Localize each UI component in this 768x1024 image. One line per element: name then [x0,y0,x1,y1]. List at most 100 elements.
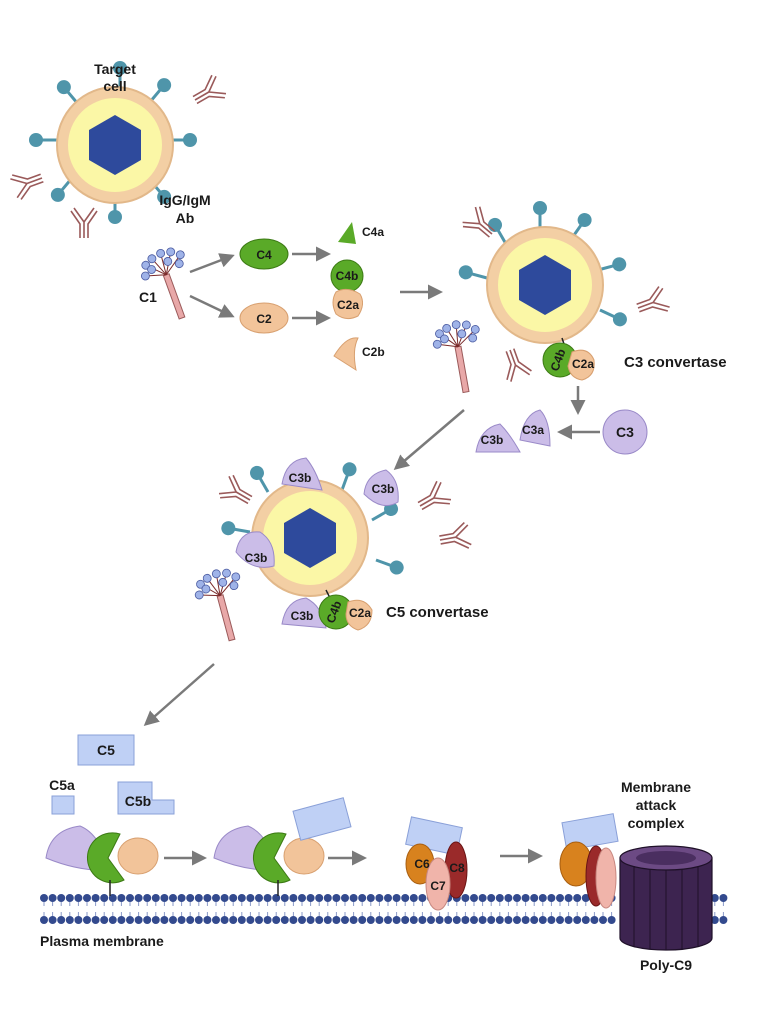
lipid-head [194,894,203,902]
lipid-head [401,916,410,924]
c5-convertase-complex-2 [213,797,352,896]
lipid-head [349,894,358,902]
lipid-head [323,916,332,924]
c3b-label-convertase: C3b [291,609,314,623]
lipid-head [48,916,57,924]
c6-label: C6 [414,857,430,871]
c2a-label: C2a [337,298,359,312]
c2-label: C2 [256,312,272,326]
lipid-head [160,916,169,924]
lipid-head [366,894,375,902]
lipid-head [289,916,298,924]
lipid-head [358,894,367,902]
lipid-head [719,894,728,902]
lipid-head [409,916,418,924]
lipid-head [255,894,263,902]
lipid-head [332,894,341,902]
lipid-head [556,916,564,924]
lipid-head [504,894,513,902]
lipid-head [573,894,582,902]
lipid-head [108,916,117,924]
lipid-head [323,894,332,902]
antibody-label: IgG/IgM [159,192,210,208]
c4b-label: C4b [336,269,359,283]
lipid-head [220,916,229,924]
mac-label-line2: attack [636,797,677,813]
lipid-head [108,894,117,902]
c3b-label-left: C3b [245,551,268,565]
lipid-head [229,916,238,924]
c3b-label-right: C3b [372,482,395,496]
lipid-head [392,916,401,924]
c4-label: C4 [256,248,272,262]
lipid-head [719,916,728,924]
lipid-head [117,894,126,902]
lipid-head [401,894,410,902]
lipid-head [530,916,539,924]
lipid-head [478,916,487,924]
c5a-label: C5a [49,777,75,793]
lipid-head [384,894,392,902]
c3-label: C3 [616,424,634,440]
lipid-head [306,916,315,924]
c5-convertase-label: C5 convertase [386,604,489,621]
lipid-head [57,916,66,924]
lipid-head [375,894,384,902]
lipid-head [521,894,530,902]
lipid-head [298,916,306,924]
c3a-fragment: C3a [519,409,551,447]
lipid-head [513,894,521,902]
c3a-label: C3a [522,423,544,437]
c5b-label: C5b [125,793,151,809]
lipid-head [65,916,74,924]
lipid-head [564,894,573,902]
lipid-head [547,894,556,902]
lipid-head [237,894,246,902]
membrane-attack-complex [559,813,713,951]
c5-label: C5 [97,742,115,758]
lipid-head [590,916,599,924]
c3b-fragment: C3b [475,423,521,453]
lipid-head [212,916,220,924]
antibody-label-line2: Ab [176,210,195,226]
lipid-head [186,916,195,924]
c4a-fragment: C4a [338,222,384,244]
lipid-head [427,916,435,924]
lipid-head [315,894,324,902]
lipid-head [220,894,229,902]
c4-molecule: C4 [239,238,289,270]
arrow-to-c5-cleavage [143,663,215,726]
arrow-to-c5-convertase [393,409,465,470]
lipid-head [263,894,272,902]
target-cell-label: Target [94,61,136,77]
lipid-head [212,894,220,902]
lipid-head [341,916,349,924]
lipid-head [126,916,134,924]
lipid-head [513,916,521,924]
lipid-head [607,916,616,924]
lipid-head [272,894,281,902]
lipid-head [203,916,212,924]
target-cell-3: C3b C3b C3b C3b C4b C2a [189,457,473,647]
lipid-head [521,916,530,924]
lipid-head [289,894,298,902]
lipid-head [375,916,384,924]
c3-molecule: C3 [602,409,648,455]
lipid-head [57,894,66,902]
lipid-head [349,916,358,924]
lipid-head [599,916,607,924]
lipid-head [117,916,126,924]
lipid-head [143,916,152,924]
lipid-head [487,894,496,902]
poly-c9-label: Poly-C9 [640,957,692,973]
target-cell-1: Target cell IgG/IgM Ab C1 [8,59,229,327]
lipid-head [504,916,513,924]
c2-molecule: C2 [239,302,289,334]
lipid-head [435,916,444,924]
c1-label: C1 [139,289,157,305]
lipid-head [341,894,349,902]
lipid-head [83,916,91,924]
c5a-fragment: C5a [49,777,75,815]
lipid-head [169,916,177,924]
lipid-head [409,894,418,902]
